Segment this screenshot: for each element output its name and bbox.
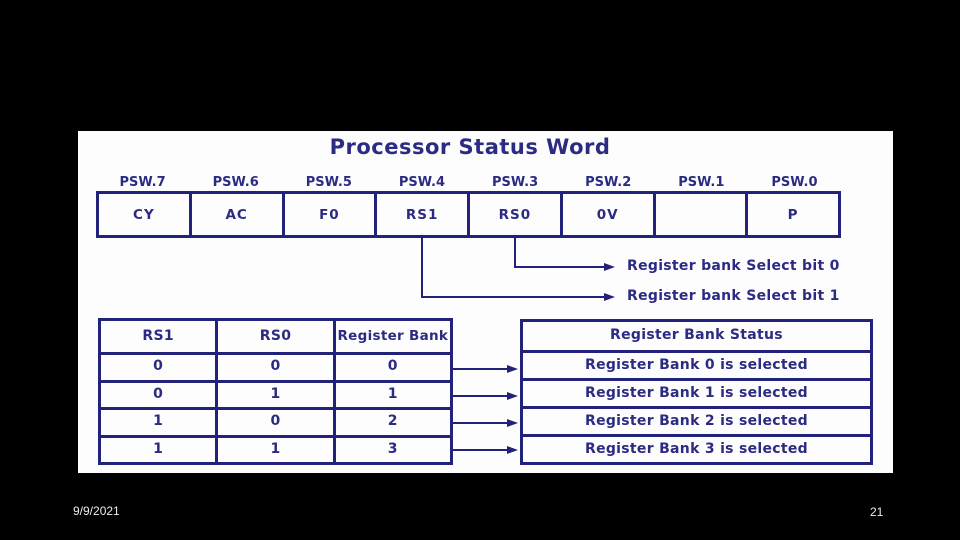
- connector-line: [453, 422, 507, 424]
- table-row: 0 0 0: [101, 355, 450, 380]
- diagram-panel: Processor Status Word PSW.7 PSW.6 PSW.5 …: [78, 131, 893, 473]
- bank-select-table: RS1 RS0 Register Bank 0 0 0 0 1 1 1 0 2 …: [98, 318, 453, 465]
- table-cell: 1: [215, 382, 332, 407]
- arrowhead-right-icon: [507, 391, 518, 400]
- connector-line: [453, 368, 507, 370]
- table-cell: 1: [215, 437, 332, 462]
- table-cell: 2: [332, 410, 450, 435]
- rs0-drop-line: [514, 238, 516, 268]
- footer-date: 9/9/2021: [73, 504, 120, 518]
- table-row: Register Bank 2 is selected: [523, 406, 870, 434]
- callout-bit0-label: Register bank Select bit 0: [627, 258, 840, 274]
- arrowhead-right-icon: [604, 262, 615, 271]
- table-cell: 0: [332, 355, 450, 380]
- psw-bit-label: PSW.7: [119, 175, 166, 190]
- table-cell: Register Bank 1 is selected: [584, 384, 808, 401]
- arrowhead-right-icon: [604, 292, 615, 301]
- column-header: Register Bank: [332, 321, 450, 352]
- table-cell: 0: [215, 355, 332, 380]
- table-row: Register Bank 3 is selected: [523, 434, 870, 462]
- arrowhead-right-icon: [507, 364, 518, 373]
- psw-bit-label: PSW.0: [771, 175, 818, 190]
- table-cell: 1: [153, 440, 164, 457]
- psw-bit-cell-cy: CY: [133, 206, 155, 223]
- column-header: RS0: [215, 321, 332, 352]
- arrowhead-right-icon: [507, 418, 518, 427]
- table-cell: 3: [332, 437, 450, 462]
- table-cell: Register Bank 2 is selected: [584, 412, 808, 429]
- table-row: 1 1 3: [101, 434, 450, 462]
- rs1-callout-line: [421, 296, 605, 298]
- psw-bit-labels-row: PSW.7 PSW.6 PSW.5 PSW.4 PSW.3 PSW.2 PSW.…: [96, 175, 841, 191]
- connector-line: [453, 449, 507, 451]
- psw-bit-label: PSW.4: [398, 175, 446, 190]
- psw-bit-label: PSW.2: [585, 175, 632, 190]
- psw-bit-label: PSW.6: [212, 175, 259, 190]
- table-cell: 0: [215, 410, 332, 435]
- table-cell: 0: [153, 385, 164, 402]
- table-row: 1 0 2: [101, 407, 450, 435]
- table-row: 0 1 1: [101, 379, 450, 407]
- table-cell: Register Bank 0 is selected: [584, 356, 808, 373]
- connector-line: [453, 395, 507, 397]
- arrowhead-right-icon: [507, 445, 518, 454]
- psw-bit-cell-f0: F0: [281, 194, 375, 235]
- column-header: RS1: [142, 327, 174, 344]
- psw-bit-cell-ac: AC: [188, 194, 282, 235]
- column-header: Register Bank Status: [610, 327, 783, 344]
- psw-bit-label: PSW.1: [678, 175, 725, 190]
- psw-bit-cell-ov: 0V: [559, 194, 653, 235]
- callout-bit1-label: Register bank Select bit 1: [627, 288, 840, 304]
- psw-bit-cell-empty: [652, 194, 746, 235]
- slide-number: 21: [870, 505, 884, 519]
- psw-bit-cell-p: P: [745, 194, 838, 235]
- rs0-callout-line: [514, 266, 605, 268]
- bank-status-table: Register Bank Status Register Bank 0 is …: [520, 319, 873, 465]
- table-cell: 1: [153, 413, 164, 430]
- psw-bit-cell-rs1: RS1: [374, 194, 467, 235]
- table-row: Register Bank 1 is selected: [523, 378, 870, 406]
- table-cell: Register Bank 3 is selected: [584, 440, 808, 457]
- psw-bit-cell-rs0: RS0: [467, 194, 560, 235]
- psw-register-row: CY AC F0 RS1 RS0 0V P: [96, 191, 841, 238]
- table-row: Register Bank 0 is selected: [523, 353, 870, 378]
- table-cell: 0: [153, 358, 164, 375]
- diagram-title: Processor Status Word: [329, 135, 611, 159]
- psw-bit-label: PSW.3: [491, 175, 539, 190]
- bank-status-table-header: Register Bank Status: [523, 322, 870, 353]
- table-cell: 1: [332, 382, 450, 407]
- rs1-drop-line: [421, 238, 423, 298]
- bank-select-table-header: RS1 RS0 Register Bank: [101, 321, 450, 355]
- psw-bit-label: PSW.5: [305, 175, 352, 190]
